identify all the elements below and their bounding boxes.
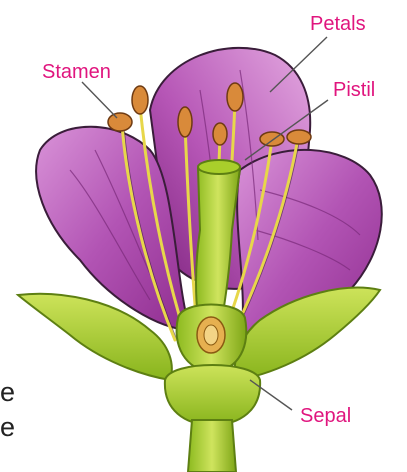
text-fragment-2: e: [0, 414, 15, 441]
label-sepal: Sepal: [300, 406, 351, 426]
text-fragment-1: e: [0, 379, 15, 406]
label-petals: Petals: [310, 14, 366, 34]
stamen-pointer: [82, 82, 117, 118]
label-pistil: Pistil: [333, 80, 375, 100]
stem: [188, 420, 236, 472]
pistil-stigma: [198, 160, 240, 174]
label-stamen: Stamen: [42, 62, 111, 82]
receptacle: [165, 365, 260, 425]
